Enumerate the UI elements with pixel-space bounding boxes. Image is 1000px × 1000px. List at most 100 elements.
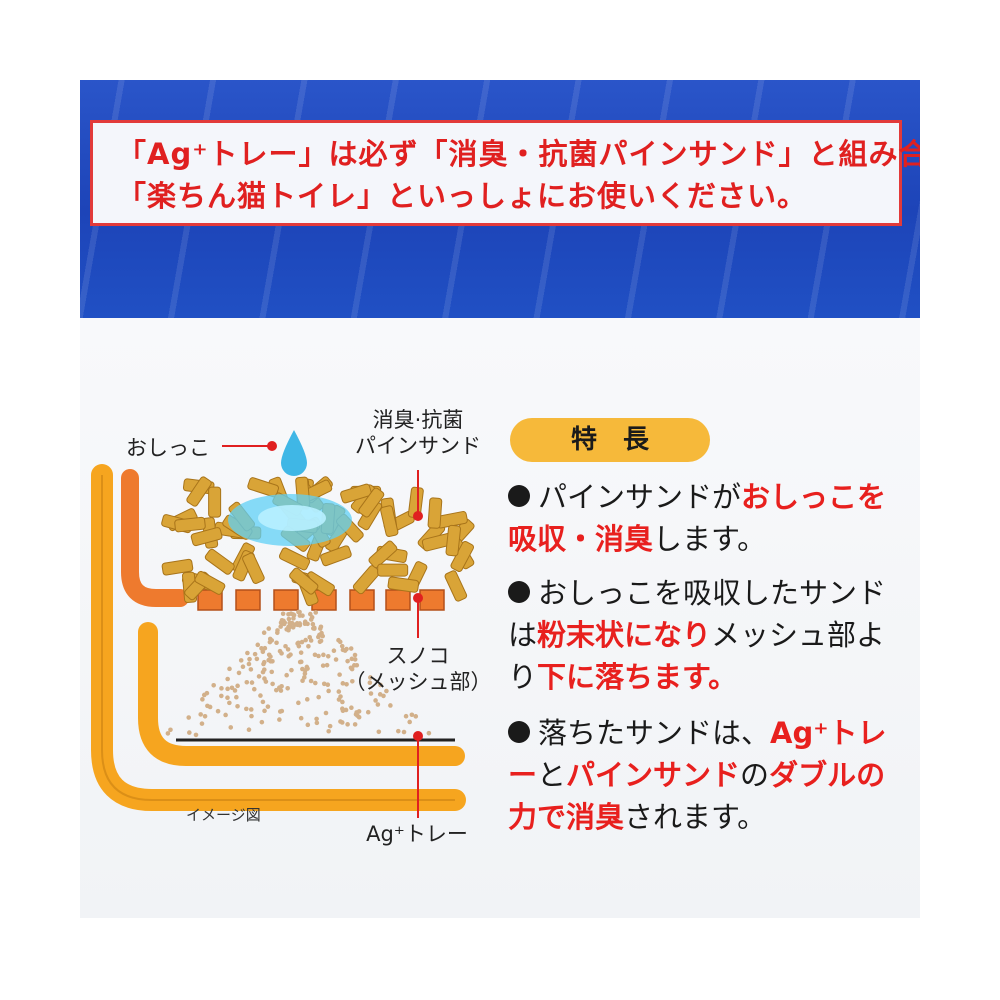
powder-particle bbox=[200, 697, 205, 702]
powder-particle bbox=[313, 680, 318, 686]
feature-item-1: パインサンドがおしっこを 吸収・消臭します。 bbox=[508, 480, 887, 556]
label-sunoko-line2: （メッシュ部） bbox=[344, 670, 492, 694]
powder-particle bbox=[259, 646, 264, 651]
powder-particle bbox=[336, 689, 342, 694]
powder-particle bbox=[344, 681, 349, 687]
powder-particle bbox=[279, 708, 285, 714]
notice-line-1: 「Ag⁺トレー」は必ず「消臭・抗菌パインサンド」と組み合わせて bbox=[117, 137, 920, 171]
powder-particle bbox=[201, 692, 207, 698]
powder-particle bbox=[356, 709, 362, 714]
powder-particle bbox=[240, 664, 246, 670]
powder-particle bbox=[327, 723, 333, 729]
powder-particle bbox=[317, 632, 322, 638]
powder-particle bbox=[248, 707, 254, 712]
powder-particle bbox=[296, 640, 301, 646]
powder-particle bbox=[320, 663, 326, 668]
powder-particle bbox=[273, 687, 279, 693]
label-image: イメージ図 bbox=[186, 806, 261, 824]
label-sand-line1: 消臭·抗菌 bbox=[372, 408, 464, 432]
powder-particle bbox=[258, 693, 263, 698]
powder-particle bbox=[354, 662, 360, 668]
powder-particle bbox=[225, 686, 230, 692]
bullet-icon bbox=[508, 581, 530, 603]
powder-particle bbox=[395, 728, 401, 734]
powder-particle bbox=[247, 656, 252, 662]
sand-pellet bbox=[242, 552, 265, 584]
powder-particle bbox=[262, 708, 267, 714]
powder-particle bbox=[299, 639, 305, 645]
falling-powder bbox=[165, 609, 432, 738]
powder-particle bbox=[317, 626, 323, 631]
powder-particle bbox=[168, 727, 173, 733]
powder-particle bbox=[340, 699, 345, 705]
powder-particle bbox=[331, 648, 337, 654]
powder-particle bbox=[306, 643, 311, 649]
powder-particle bbox=[270, 681, 275, 687]
powder-particle bbox=[300, 678, 305, 684]
powder-particle bbox=[297, 659, 303, 665]
powder-particle bbox=[340, 681, 346, 686]
features-title: 特長 bbox=[510, 418, 710, 462]
powder-particle bbox=[340, 708, 346, 714]
powder-particle bbox=[228, 725, 234, 730]
powder-particle bbox=[207, 704, 213, 710]
sand-pellet bbox=[340, 483, 372, 504]
powder-particle bbox=[265, 704, 271, 709]
sand-pellet bbox=[174, 516, 206, 533]
powder-particle bbox=[352, 652, 358, 658]
powder-particle bbox=[345, 658, 350, 664]
sunoko-mesh bbox=[197, 589, 445, 611]
powder-particle bbox=[215, 708, 221, 714]
powder-particle bbox=[316, 653, 321, 659]
notice-box: 「Ag⁺トレー」は必ず「消臭・抗菌パインサンド」と組み合わせて 「楽ちん猫トイレ… bbox=[90, 120, 920, 226]
powder-particle bbox=[307, 634, 313, 640]
sand-pellet bbox=[161, 558, 194, 576]
label-tray: Ag⁺トレー bbox=[366, 822, 468, 846]
powder-particle bbox=[225, 695, 230, 701]
powder-particle bbox=[339, 643, 345, 649]
powder-particle bbox=[165, 731, 171, 736]
powder-particle bbox=[368, 675, 373, 680]
powder-particle bbox=[187, 730, 192, 735]
powder-particle bbox=[236, 670, 242, 676]
tray-outer-wall-edge bbox=[101, 475, 455, 801]
sand-pellet bbox=[186, 476, 212, 507]
powder-particle bbox=[186, 715, 192, 720]
powder-particle bbox=[309, 615, 315, 620]
powder-particle bbox=[349, 666, 355, 672]
powder-particle bbox=[336, 637, 341, 643]
powder-particle bbox=[321, 681, 327, 687]
powder-particle bbox=[278, 688, 284, 693]
powder-particle bbox=[199, 721, 205, 726]
powder-particle bbox=[342, 648, 348, 653]
powder-particle bbox=[229, 685, 235, 691]
sand-pellet bbox=[320, 545, 352, 567]
powder-particle bbox=[249, 680, 255, 685]
sand-pellet bbox=[278, 547, 311, 571]
powder-particle bbox=[388, 703, 393, 708]
powder-particle bbox=[285, 647, 291, 652]
powder-particle bbox=[263, 679, 269, 684]
powder-particle bbox=[401, 729, 407, 735]
powder-particle bbox=[367, 680, 373, 685]
powder-particle bbox=[255, 642, 261, 648]
powder-particle bbox=[286, 653, 291, 659]
powder-particle bbox=[198, 712, 203, 717]
powder-particle bbox=[283, 643, 288, 649]
sand-pellet bbox=[247, 477, 280, 498]
powder-particle bbox=[325, 682, 331, 688]
powder-particle bbox=[426, 730, 432, 736]
notice-line-2: 「楽ちん猫トイレ」といっしょにお使いください。 bbox=[117, 179, 808, 213]
powder-particle bbox=[314, 720, 320, 726]
powder-particle bbox=[337, 672, 342, 677]
powder-particle bbox=[248, 667, 254, 672]
notice-banner: 「Ag⁺トレー」は必ず「消臭・抗菌パインサンド」と組み合わせて 「楽ちん猫トイレ… bbox=[80, 80, 920, 318]
sand-pellet bbox=[208, 486, 222, 518]
sand-pellet bbox=[445, 524, 461, 557]
powder-particle bbox=[352, 722, 358, 727]
powder-particle bbox=[289, 667, 294, 673]
powder-particle bbox=[349, 705, 354, 711]
powder-particle bbox=[281, 621, 287, 627]
powder-particle bbox=[338, 719, 343, 724]
powder-particle bbox=[261, 630, 267, 636]
